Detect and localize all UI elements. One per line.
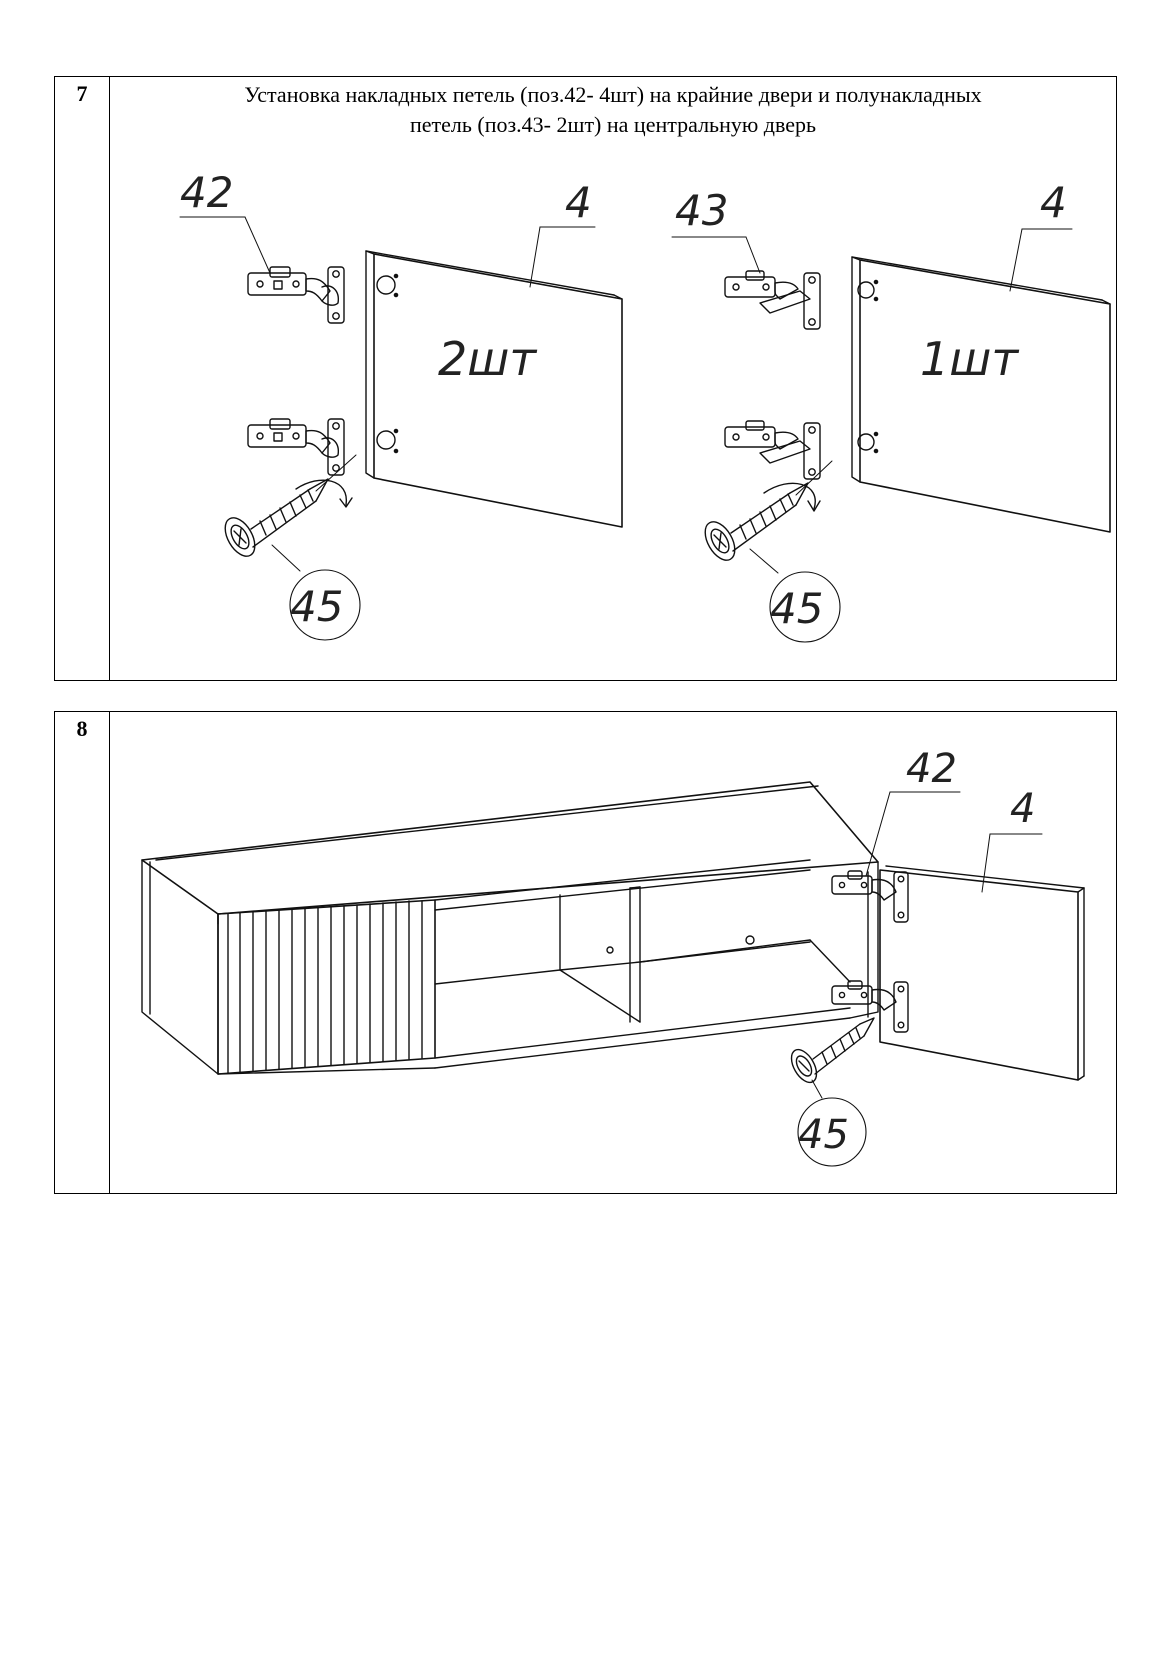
step-content: 42 4 45 — [110, 712, 1116, 1193]
door-panel — [851, 256, 1111, 533]
screw-icon — [704, 482, 809, 561]
step-content: Установка накладных петель (поз.42- 4шт)… — [110, 77, 1116, 680]
step-7-drawing: 42 4 2шт 45 — [179, 168, 1111, 643]
hinge-icon — [831, 870, 909, 923]
screw-position-label: 45 — [798, 1112, 849, 1158]
step-caption: Установка накладных петель (поз.42- 4шт)… — [110, 80, 1116, 140]
right-assembly: 43 4 1шт 45 — [671, 178, 1111, 643]
quantity-label: 2шт — [438, 332, 537, 386]
door-position-label: 4 — [565, 178, 592, 227]
step-number-column: 7 — [55, 77, 110, 680]
step-8-drawing: 42 4 45 — [141, 746, 1085, 1167]
rotate-arrow-icon — [763, 482, 816, 510]
cabinet-body — [141, 781, 879, 1075]
quantity-label: 1шт — [920, 332, 1019, 386]
step-number-column: 8 — [55, 712, 110, 1193]
left-assembly: 42 4 2шт 45 — [179, 168, 623, 641]
hinge-icon — [247, 418, 345, 476]
door-panel — [879, 865, 1085, 1081]
screw-position-circle — [289, 569, 361, 641]
rotate-arrow-icon — [295, 479, 347, 506]
screw-icon — [790, 1017, 875, 1084]
slatted-door — [217, 899, 436, 1075]
door-position-label: 4 — [1010, 786, 1035, 832]
hinge-icon — [247, 266, 345, 324]
hinge-icon — [724, 420, 821, 480]
door-panel — [365, 250, 623, 528]
screw-position-circle — [769, 571, 841, 643]
hinge-icon — [724, 270, 821, 330]
hinge-position-label: 42 — [906, 746, 957, 792]
screw-position-circle — [797, 1097, 867, 1167]
screw-position-label: 45 — [290, 582, 343, 631]
caption-line-2: петель (поз.43- 2шт) на центральную двер… — [409, 112, 817, 137]
step-number: 7 — [76, 81, 88, 106]
screw-icon — [224, 478, 329, 557]
door-position-label: 4 — [1040, 178, 1067, 227]
step-7-table: 7 Установка накладных петель (поз.42- 4ш… — [54, 76, 1117, 681]
caption-line-1: Установка накладных петель (поз.42- 4шт)… — [244, 82, 982, 107]
step-number: 8 — [76, 716, 88, 741]
hinge-icon — [831, 980, 909, 1033]
hinge-position-label: 43 — [675, 186, 728, 235]
screw-position-label: 45 — [770, 584, 823, 633]
step-8-table: 8 — [54, 711, 1117, 1194]
hinge-position-label: 42 — [180, 168, 233, 217]
